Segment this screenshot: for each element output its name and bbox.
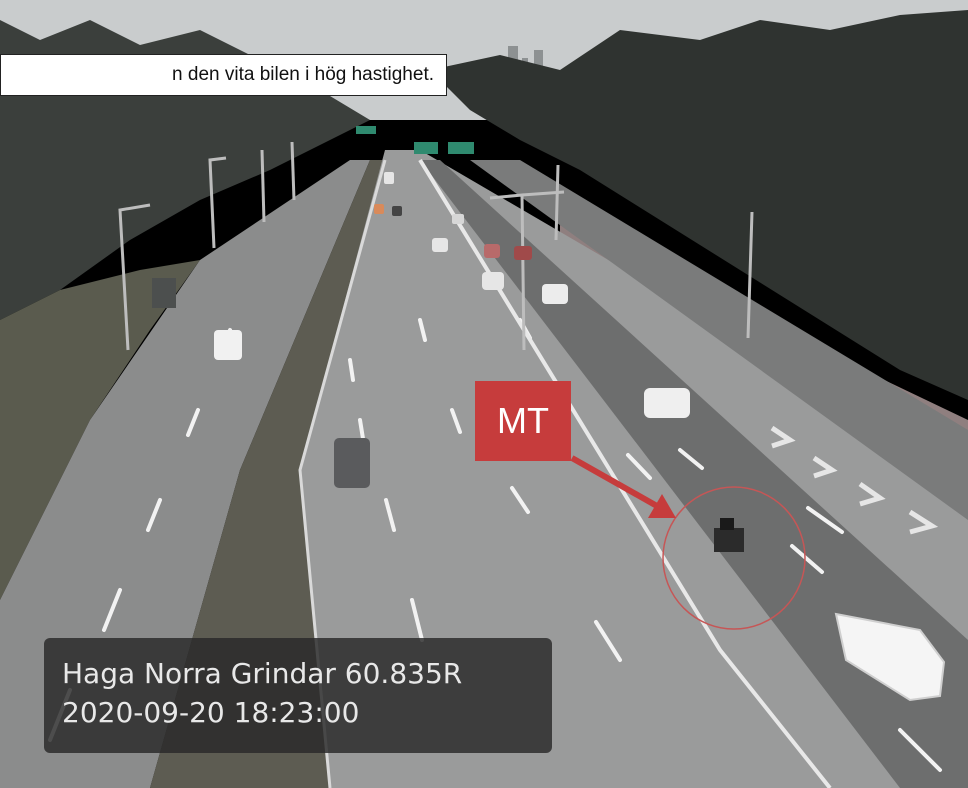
annotation-arrow <box>570 455 666 513</box>
vehicle <box>374 204 384 214</box>
vehicle <box>542 284 568 304</box>
arrow-head <box>648 494 676 518</box>
overhead-sign <box>448 142 474 154</box>
bus-shelter <box>152 278 176 308</box>
edge-line <box>418 158 832 788</box>
overhead-sign <box>356 126 376 134</box>
dark-lane <box>420 160 968 788</box>
vehicle <box>484 244 500 258</box>
vehicle <box>334 438 370 488</box>
highlight-circle <box>662 486 806 630</box>
camera-info-overlay: Haga Norra Grindar 60.835R 2020-09-20 18… <box>44 638 552 753</box>
mt-label-box: MT <box>475 381 571 461</box>
white-van <box>834 612 946 702</box>
grass-left <box>0 260 200 600</box>
median <box>150 160 385 788</box>
road-left <box>0 160 370 788</box>
vehicle <box>432 238 448 252</box>
road-right <box>470 160 968 520</box>
mt-label: MT <box>497 400 549 441</box>
caption-text: n den vita bilen i hög hastighet. <box>172 64 434 85</box>
motorcycle <box>714 518 744 552</box>
chevron-markings <box>770 425 939 535</box>
vehicle <box>452 214 464 224</box>
vehicle <box>644 388 690 418</box>
vehicle <box>514 246 532 260</box>
trees-right <box>430 10 968 400</box>
vehicle <box>214 330 242 360</box>
caption-box: n den vita bilen i hög hastighet. <box>0 54 447 96</box>
vehicle <box>384 172 394 184</box>
overhead-sign <box>414 142 438 154</box>
vehicle <box>482 272 504 290</box>
vehicle <box>392 206 402 216</box>
street-lights <box>118 141 754 351</box>
camera-timestamp: 2020-09-20 18:23:00 <box>62 696 360 729</box>
camera-location: Haga Norra Grindar 60.835R <box>62 657 463 690</box>
